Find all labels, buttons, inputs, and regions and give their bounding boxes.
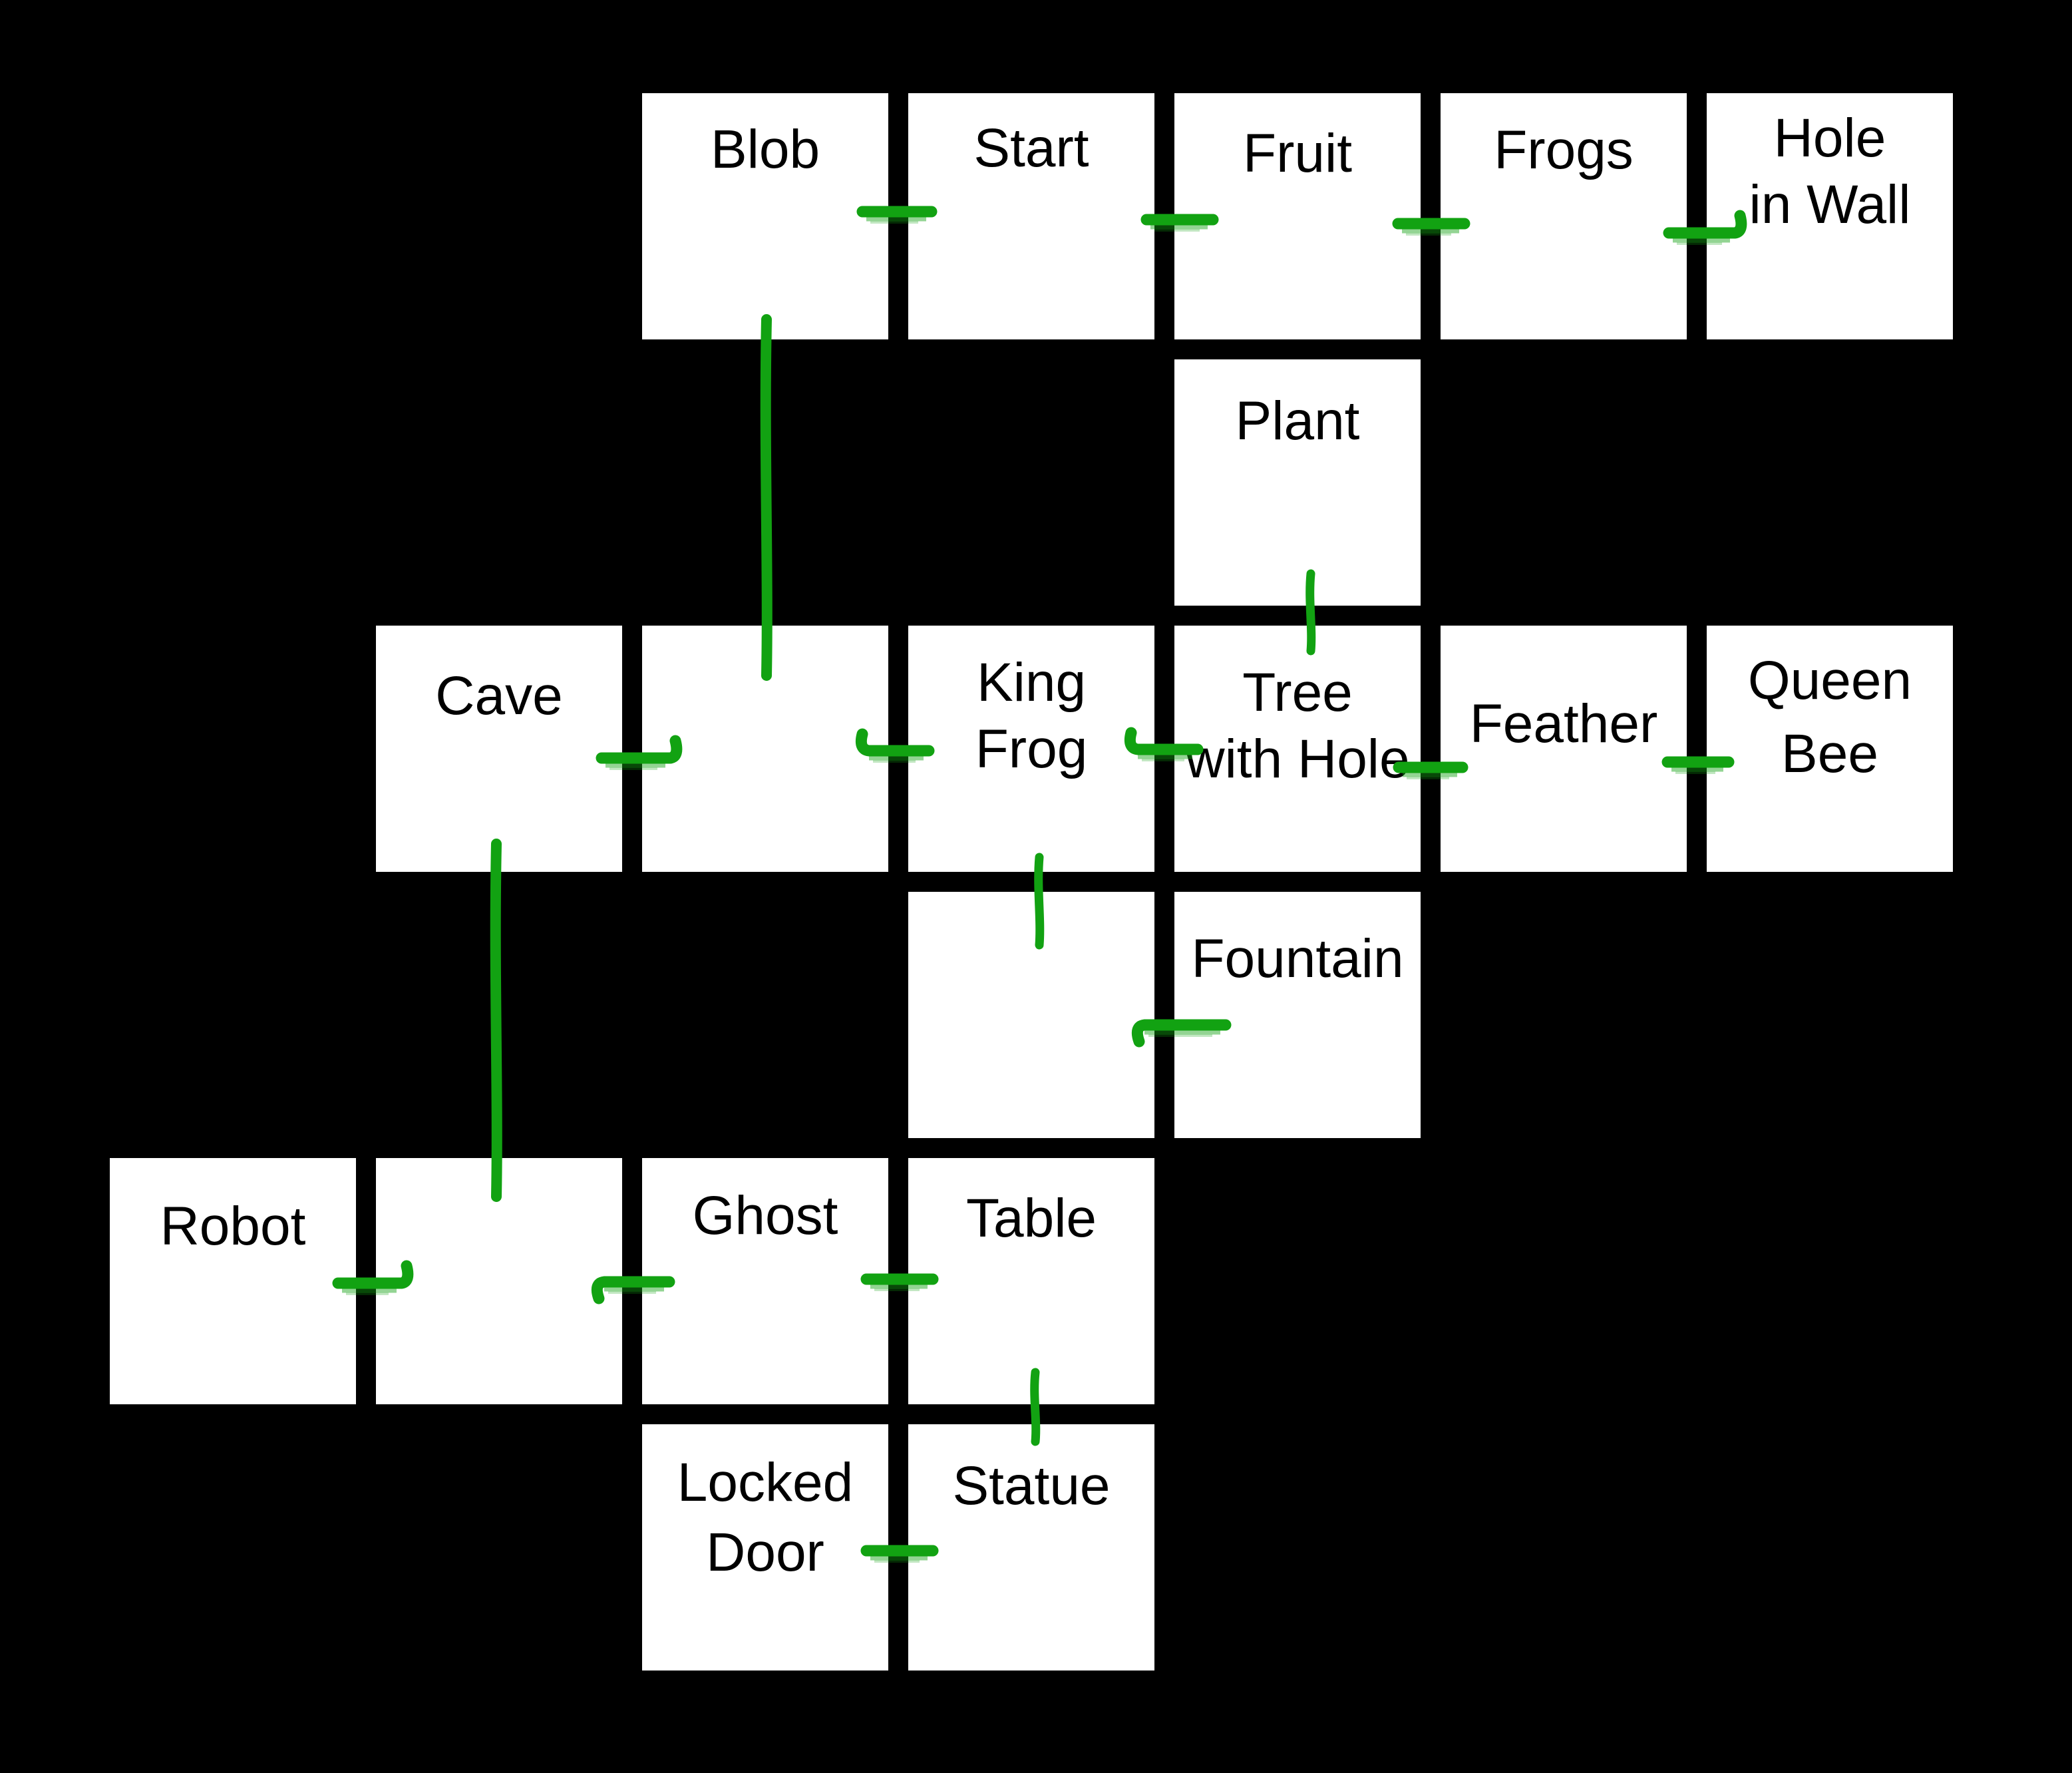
room-box (908, 892, 1154, 1138)
room-box (642, 1424, 888, 1671)
door-feather--queen-bee (1661, 756, 1735, 774)
door-cave--room-under-blob (596, 735, 683, 770)
room-fruit: Fruit (1174, 93, 1421, 339)
door-mark (1034, 853, 1045, 950)
room-box (1707, 626, 1953, 872)
door-room-under-king-frog--fountain (1131, 1019, 1232, 1048)
door-mark (1305, 569, 1316, 656)
room-statue: Statue (908, 1424, 1154, 1671)
room-box (1441, 626, 1687, 872)
room-label: Fruit (1243, 123, 1352, 184)
room-label: Fountain (1191, 928, 1403, 989)
room-box (1174, 626, 1421, 872)
door-mark (596, 735, 683, 764)
door-mark (1124, 727, 1204, 755)
door-cave--room-under-cave (490, 839, 502, 1202)
room-label: Statue (952, 1456, 1110, 1516)
room-box (908, 626, 1154, 872)
room-label: Frog (975, 719, 1088, 779)
door-mark (760, 314, 773, 681)
room-label: Hole (1774, 108, 1886, 168)
door-ghost--table (860, 1273, 939, 1291)
room-blob: Blob (642, 93, 888, 339)
door-robot--room-under-cave (332, 1260, 414, 1295)
room-box (908, 93, 1154, 339)
door-plant--tree-with-hole (1305, 569, 1316, 656)
room-box (1174, 359, 1421, 606)
room-label: Frogs (1494, 120, 1634, 180)
door-mark (1131, 1019, 1232, 1048)
door-room-under-blob--king-frog (855, 728, 935, 763)
room-label: Queen (1748, 650, 1912, 711)
room-label: King (977, 652, 1086, 713)
door-mark (855, 728, 935, 757)
room-box (908, 1158, 1154, 1404)
door-locked-door--statue (860, 1545, 939, 1563)
room-ghost: Ghost (642, 1158, 888, 1404)
room-label: Locked (677, 1452, 853, 1513)
room-fountain: Fountain (1174, 892, 1421, 1138)
room-box (1441, 93, 1687, 339)
room-label: Bee (1781, 723, 1878, 784)
door-start--fruit (1140, 214, 1219, 232)
room-box (1707, 93, 1953, 339)
room-label: with Hole (1184, 729, 1409, 789)
room-box (376, 626, 622, 872)
room-label: Robot (160, 1196, 306, 1257)
room-box (642, 1158, 888, 1404)
room-label: Ghost (693, 1185, 838, 1246)
door-blob--room-under-blob (760, 314, 773, 681)
door-mark (490, 839, 502, 1202)
door-mark (1030, 1368, 1041, 1446)
room-box (110, 1158, 356, 1404)
room-cave: Cave (376, 626, 622, 872)
room-label: Plant (1236, 391, 1360, 451)
room-label: Start (973, 118, 1089, 178)
room-room-under-king-frog (908, 892, 1154, 1138)
room-label: Blob (711, 119, 820, 180)
room-box (908, 1424, 1154, 1671)
room-label: Door (706, 1522, 824, 1583)
door-mark (332, 1260, 414, 1289)
room-start: Start (908, 93, 1154, 339)
room-label: Cave (435, 666, 562, 726)
door-room-under-cave--ghost (591, 1276, 675, 1304)
room-label: Tree (1242, 662, 1353, 723)
door-mark (1663, 210, 1747, 239)
door-tree-with-hole--feather (1393, 761, 1468, 779)
door-table--statue (1030, 1368, 1041, 1446)
room-label: in Wall (1749, 174, 1911, 235)
door-fruit--frogs (1392, 218, 1470, 236)
door-frogs--hole-in-wall (1663, 210, 1747, 245)
door-king-frog--room-under-king-frog (1034, 853, 1045, 950)
door-king-frog--tree-with-hole (1124, 727, 1204, 761)
room-robot: Robot (110, 1158, 356, 1404)
door-blob--start (856, 206, 938, 224)
room-feather: Feather (1441, 626, 1687, 872)
room-plant: Plant (1174, 359, 1421, 606)
door-mark (591, 1276, 675, 1304)
room-box (1174, 892, 1421, 1138)
room-label: Table (966, 1188, 1097, 1249)
room-label: Feather (1470, 693, 1658, 754)
room-box (642, 93, 888, 339)
room-frogs: Frogs (1441, 93, 1687, 339)
room-table: Table (908, 1158, 1154, 1404)
